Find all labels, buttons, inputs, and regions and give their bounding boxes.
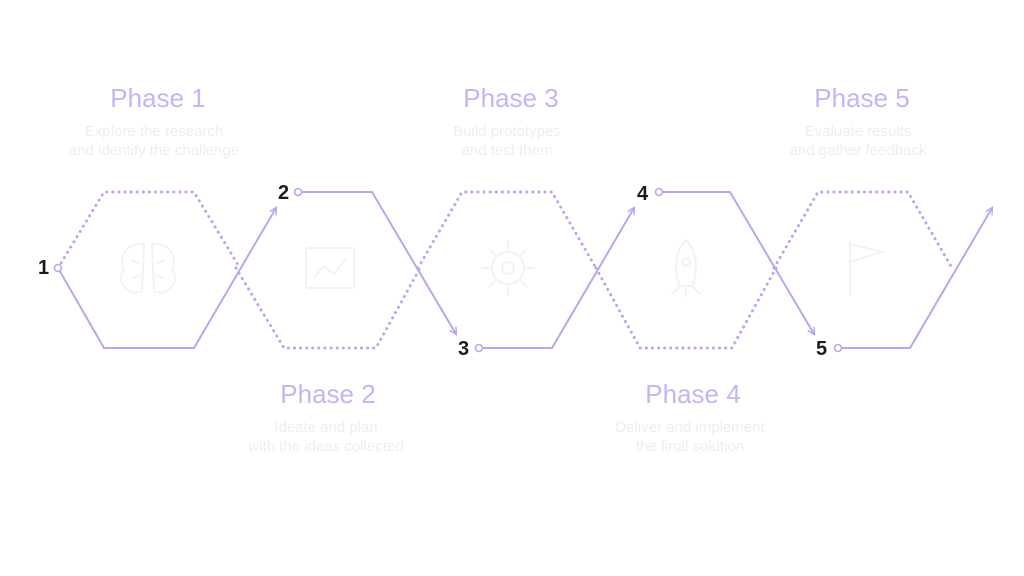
connector-line-5	[838, 208, 992, 349]
hexagon-1	[53, 190, 277, 349]
phase-1-desc-line-1: Explore the research	[84, 123, 224, 140]
phase-4-desc-line-2: the final solution	[635, 438, 745, 455]
connector-line-3	[479, 208, 634, 349]
connector-line-1	[57, 208, 276, 349]
brain-icon	[120, 242, 176, 294]
step-number-1: 1	[38, 257, 50, 279]
step-4-dot	[654, 187, 664, 197]
hexagon-4	[594, 187, 814, 350]
step-3-dot	[474, 343, 484, 353]
phase-3-desc-line-1: Build prototypes	[453, 123, 561, 140]
hexagon-1-dotted-edge	[56, 190, 242, 270]
hexagon-5	[772, 190, 992, 353]
step-1-dot	[53, 263, 63, 273]
hexagon-3-dotted-edge	[416, 190, 598, 270]
phase-4-desc-line-1: Deliver and implement	[615, 419, 765, 436]
phase-5-title: Phase 5	[814, 83, 910, 113]
gear-icon	[481, 241, 535, 295]
phase-5-desc-line-2: and gather feedback	[789, 142, 927, 159]
connector-line-2	[298, 191, 456, 334]
phase-1-description: Explore the research and identify the ch…	[24, 122, 284, 160]
connector-line-4	[659, 191, 814, 334]
rocket-icon	[671, 238, 701, 297]
hexagon-3	[416, 190, 634, 353]
step-number-4: 4	[637, 183, 649, 205]
phase-2-desc-line-1: Ideate and plan	[274, 419, 378, 436]
flag-icon	[849, 241, 886, 295]
step-number-2: 2	[278, 182, 290, 204]
phase-4-description: Deliver and implement the final solution	[560, 418, 820, 456]
hexagon-2	[234, 187, 456, 350]
phase-2-desc-line-2: with the ideas collected	[248, 438, 404, 455]
hexagon-4-dotted-edge	[594, 266, 778, 350]
chart-icon	[305, 247, 355, 289]
step-5-dot	[833, 343, 843, 353]
hexagon-2-dotted-edge	[234, 266, 422, 350]
step-number-5: 5	[816, 338, 828, 360]
phase-3-desc-line-2: and test them	[461, 142, 553, 159]
phase-3-description: Build prototypes and test them	[377, 122, 637, 160]
hexagon-5-dotted-edge	[772, 190, 954, 270]
step-2-dot	[293, 187, 303, 197]
phase-5-description: Evaluate results and gather feedback	[728, 122, 988, 160]
phase-5-desc-line-1: Evaluate results	[804, 123, 912, 140]
phase-2-description: Ideate and plan with the ideas collected	[196, 418, 456, 456]
phase-2-title: Phase 2	[280, 379, 376, 409]
phase-4-title: Phase 4	[645, 379, 741, 409]
phase-1-title: Phase 1	[110, 83, 206, 113]
phase-3-title: Phase 3	[463, 83, 559, 113]
step-number-3: 3	[458, 338, 470, 360]
phase-1-desc-line-2: and identify the challenge	[68, 142, 240, 159]
